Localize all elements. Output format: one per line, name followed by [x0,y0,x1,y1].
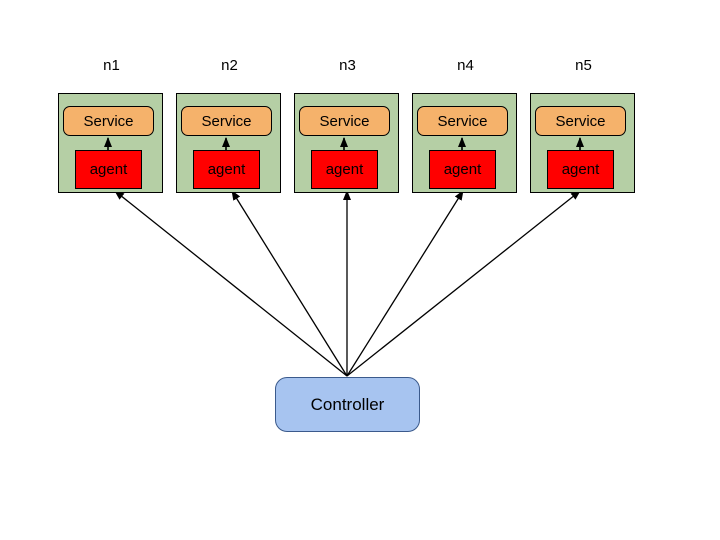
service-box-n3[interactable]: Service [299,106,390,136]
controller-to-agent-edge-2 [231,190,348,377]
service-box-n4[interactable]: Service [417,106,508,136]
agent-to-service-arrow-n5 [576,137,584,150]
agent-to-service-arrow-n1 [104,137,112,150]
controller-to-agent-edge-5 [346,190,581,377]
controller-to-agent-edges [114,190,581,377]
agent-box-n5[interactable]: agent [547,150,614,189]
node-label-n3: n3 [339,57,356,74]
node-label-n2: n2 [221,57,238,74]
node-label-n5: n5 [575,57,592,74]
controller-to-agent-edge-4 [346,190,464,377]
agent-to-service-arrow-n4 [458,137,466,150]
service-box-n5[interactable]: Service [535,106,626,136]
node-box-n4[interactable]: Service agent [412,93,517,193]
controller-to-agent-edge-1 [114,190,348,377]
agent-box-n1[interactable]: agent [75,150,142,189]
service-box-n2[interactable]: Service [181,106,272,136]
agent-box-n4[interactable]: agent [429,150,496,189]
agent-to-service-arrow-n2 [222,137,230,150]
node-box-n3[interactable]: Service agent [294,93,399,193]
node-box-n1[interactable]: Service agent [58,93,163,193]
agent-to-service-arrow-n3 [340,137,348,150]
agent-box-n3[interactable]: agent [311,150,378,189]
controller-box[interactable]: Controller [275,377,420,432]
node-label-n4: n4 [457,57,474,74]
agent-box-n2[interactable]: agent [193,150,260,189]
node-box-n2[interactable]: Service agent [176,93,281,193]
node-box-n5[interactable]: Service agent [530,93,635,193]
service-box-n1[interactable]: Service [63,106,154,136]
node-label-n1: n1 [103,57,120,74]
